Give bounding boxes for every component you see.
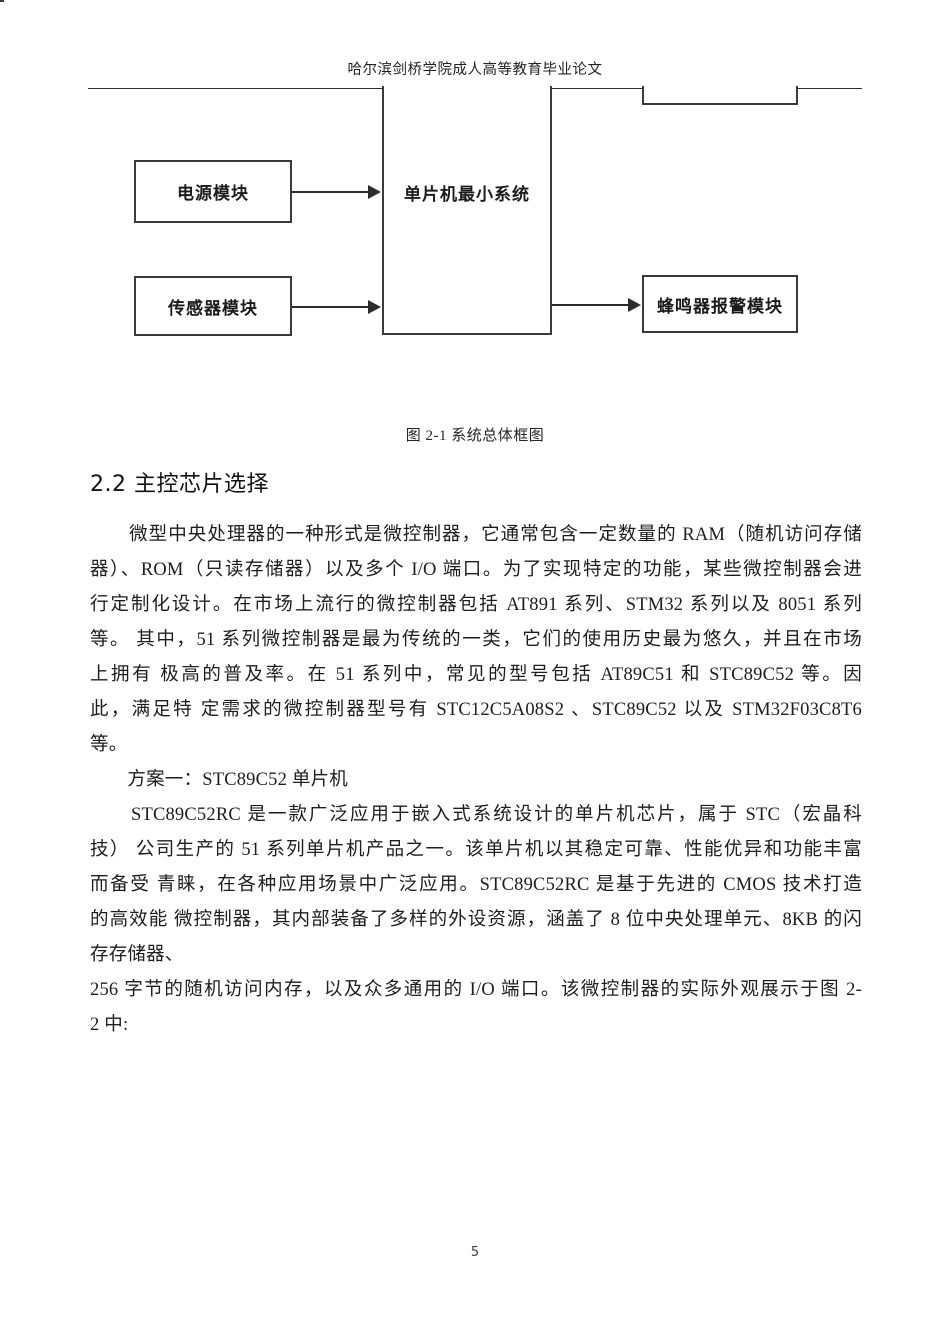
paragraph-line: 器）、ROM（只读存储器）以及多个 I/O 端口。为了实现特定的功能，某些微控制…: [90, 560, 862, 580]
paragraph-line: 存存储器、: [90, 945, 184, 965]
arrowhead-sensor-to-mcu-icon: [368, 300, 381, 314]
paragraph-line: 技） 公司生产的 51 系列单片机产品之一。该单片机以其稳定可靠、性能优异和功能…: [90, 840, 862, 860]
arrowhead-power-to-mcu-icon: [368, 185, 381, 199]
page-number: 5: [470, 1245, 480, 1260]
paragraph-line: 此，满足特 定需求的微控制器型号有 STC12C5A08S2 、STC89C52…: [90, 700, 862, 720]
paragraph-line: 方案一：STC89C52 单片机: [90, 770, 348, 790]
paragraph-line: 256 字节的随机访问内存，以及众多通用的 I/O 端口。该微控制器的实际外观展…: [90, 980, 862, 1000]
diagram-box-power-module: 电源模块: [134, 160, 292, 223]
body-text: 微型中央处理器的一种形式是微控制器，它通常包含一定数量的 RAM（随机访问存储 …: [90, 518, 862, 1043]
figure-caption: 图 2-1 系统总体框图: [405, 428, 545, 444]
page-header-title: 哈尔滨剑桥学院成人高等教育毕业论文: [347, 62, 603, 78]
diagram-box-buzzer-module: 蜂鸣器报警模块: [642, 275, 798, 333]
section-heading: 2.2 主控芯片选择: [90, 472, 269, 497]
paragraph-line: 上拥有 极高的普及率。在 51 系列中，常见的型号包括 AT89C51 和 ST…: [90, 665, 862, 685]
connector-sensor-to-mcu: [292, 306, 368, 308]
diagram-box-clipped-right: [642, 86, 798, 105]
diagram-box-clipped-left: [0, 0, 4, 2]
system-block-diagram: 电源模块 传感器模块 单片机最小系统 蜂鸣器报警模块: [0, 0, 950, 400]
diagram-box-mcu-core: 单片机最小系统: [382, 86, 552, 335]
connector-mcu-to-buzzer: [552, 304, 628, 306]
arrowhead-mcu-to-buzzer-icon: [628, 298, 641, 312]
paragraph-line: 微型中央处理器的一种形式是微控制器，它通常包含一定数量的 RAM（随机访问存储: [90, 525, 862, 545]
paragraph-line: 而备受 青睐，在各种应用场景中广泛应用。STC89C52RC 是基于先进的 CM…: [90, 875, 862, 895]
paragraph-line: 的高效能 微控制器，其内部装备了多样的外设资源，涵盖了 8 位中央处理单元、8K…: [90, 910, 862, 930]
paragraph-line: STC89C52RC 是一款广泛应用于嵌入式系统设计的单片机芯片，属于 STC（…: [90, 805, 862, 825]
connector-power-to-mcu: [292, 191, 368, 193]
paragraph-line: 等。 其中，51 系列微控制器是最为传统的一类，它们的使用历史最为悠久，并且在市…: [90, 630, 862, 650]
paragraph-line: 2 中:: [90, 1015, 129, 1035]
paragraph-line: 行定制化设计。在市场上流行的微控制器包括 AT891 系列、STM32 系列以及…: [90, 595, 862, 615]
paragraph-line: 等。: [90, 735, 128, 755]
diagram-box-sensor-module: 传感器模块: [134, 276, 292, 336]
